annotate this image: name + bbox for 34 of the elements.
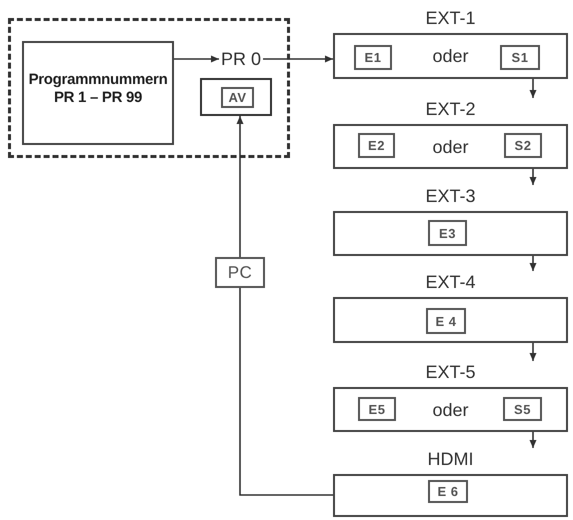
input-heading: EXT-5	[425, 361, 476, 383]
input-heading: EXT-3	[425, 185, 476, 207]
program-range-label: Programmnummern PR 1 – PR 99	[28, 71, 168, 107]
pc-tag: PC	[215, 257, 265, 288]
or-label: oder	[432, 398, 469, 420]
arrow	[530, 432, 536, 448]
program-number-label: PR 0	[219, 48, 263, 70]
arrow	[530, 169, 536, 185]
or-label: oder	[432, 136, 469, 158]
source-tag: E3	[428, 220, 467, 246]
input-heading: EXT-2	[425, 98, 476, 120]
input-heading: HDMI	[428, 448, 474, 470]
arrow	[236, 116, 244, 257]
arrow	[530, 79, 536, 98]
selector-frame	[200, 78, 272, 116]
or-label: oder	[432, 45, 469, 67]
source-tag: S2	[504, 133, 542, 158]
source-tag: E2	[358, 133, 395, 158]
arrow	[530, 256, 536, 271]
source-tag: S5	[503, 397, 542, 421]
arrow	[530, 343, 536, 361]
source-tag: S1	[500, 45, 540, 70]
arrow	[174, 56, 219, 62]
dashed-group-frame	[8, 18, 290, 158]
source-tag: E 6	[428, 480, 468, 503]
connector-line	[239, 288, 333, 496]
program-range-box	[22, 41, 174, 145]
source-tag: E1	[354, 45, 392, 70]
source-tag: E5	[358, 397, 396, 421]
input-heading: EXT-1	[425, 7, 476, 29]
arrow	[263, 56, 333, 62]
source-tag: E 4	[426, 308, 466, 334]
source-tag: AV	[221, 87, 254, 108]
input-heading: EXT-4	[425, 271, 476, 293]
